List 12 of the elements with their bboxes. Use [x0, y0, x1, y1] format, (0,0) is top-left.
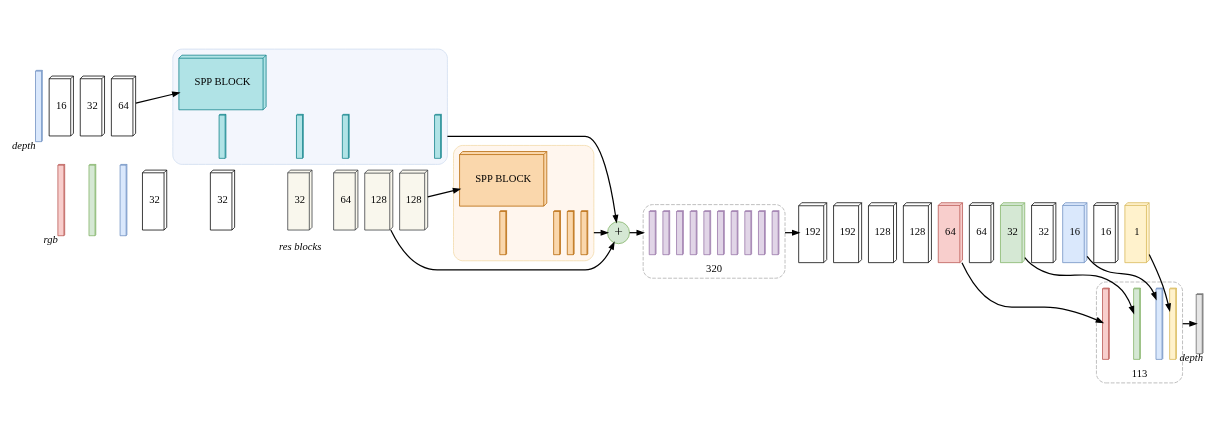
arrow [135, 91, 181, 104]
node-label: rgb [43, 234, 58, 246]
arrow [1148, 253, 1171, 312]
node-label: depth [11, 140, 36, 152]
cluster: 320 [642, 204, 786, 279]
node-circle: + [607, 221, 630, 245]
arrow [1024, 257, 1135, 315]
arrow [961, 262, 1105, 324]
arrow [446, 135, 619, 224]
arrow [427, 187, 462, 198]
arrow [1086, 255, 1157, 301]
label: res blocks [279, 240, 322, 252]
